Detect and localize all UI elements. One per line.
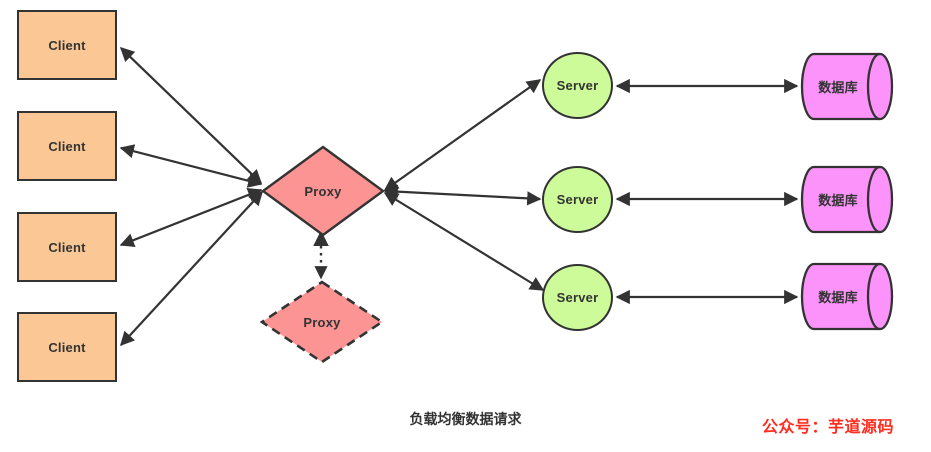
database-2-label-wrap: 数据库: [800, 165, 902, 234]
database-1-label-wrap: 数据库: [800, 52, 902, 121]
database-3-label: 数据库: [818, 290, 858, 305]
node-client-2[interactable]: Client: [17, 111, 117, 181]
server-3-label: Server: [556, 290, 599, 305]
edge-client1-proxy: [119, 47, 263, 184]
edge-proxy-server1: [383, 79, 542, 191]
database-3-label-wrap: 数据库: [800, 262, 902, 331]
proxy-backup-shape: [260, 280, 384, 364]
client-3-label: Client: [48, 239, 86, 255]
proxy-primary-label: Proxy: [304, 183, 342, 199]
database-1-label: 数据库: [818, 80, 858, 95]
edge-client4-proxy: [120, 190, 263, 347]
proxy-backup-label-wrap: Proxy: [260, 280, 384, 364]
node-database-1[interactable]: 数据库: [800, 52, 902, 121]
server-1-label: Server: [556, 78, 599, 93]
database-1-shape: [800, 52, 894, 121]
database-3-shape: [800, 262, 894, 331]
watermark-text: 公众号：芋道源码: [762, 419, 895, 436]
node-server-2[interactable]: Server: [542, 166, 613, 233]
client-1-label: Client: [48, 37, 86, 53]
edge-client3-proxy: [119, 188, 263, 247]
proxy-backup-label: Proxy: [303, 314, 341, 330]
node-client-1[interactable]: Client: [17, 10, 117, 80]
edge-proxy-server3: [383, 192, 545, 291]
node-client-3[interactable]: Client: [17, 212, 117, 282]
node-server-1[interactable]: Server: [542, 52, 613, 119]
node-proxy-backup[interactable]: Proxy: [260, 280, 384, 364]
diagram-caption: 负载均衡数据请求: [409, 411, 522, 427]
node-database-3[interactable]: 数据库: [800, 262, 902, 331]
edge-client2-proxy: [119, 144, 263, 188]
server-2-label: Server: [556, 192, 599, 207]
node-database-2[interactable]: 数据库: [800, 165, 902, 234]
client-4-label: Client: [48, 339, 86, 355]
node-server-3[interactable]: Server: [542, 264, 613, 331]
database-2-shape: [800, 165, 894, 234]
node-client-4[interactable]: Client: [17, 312, 117, 382]
edge-proxy-server2: [383, 184, 542, 206]
proxy-primary-label-wrap: Proxy: [261, 145, 385, 237]
database-2-label: 数据库: [818, 193, 858, 208]
client-2-label: Client: [48, 138, 86, 154]
node-proxy-primary[interactable]: Proxy: [261, 145, 385, 237]
